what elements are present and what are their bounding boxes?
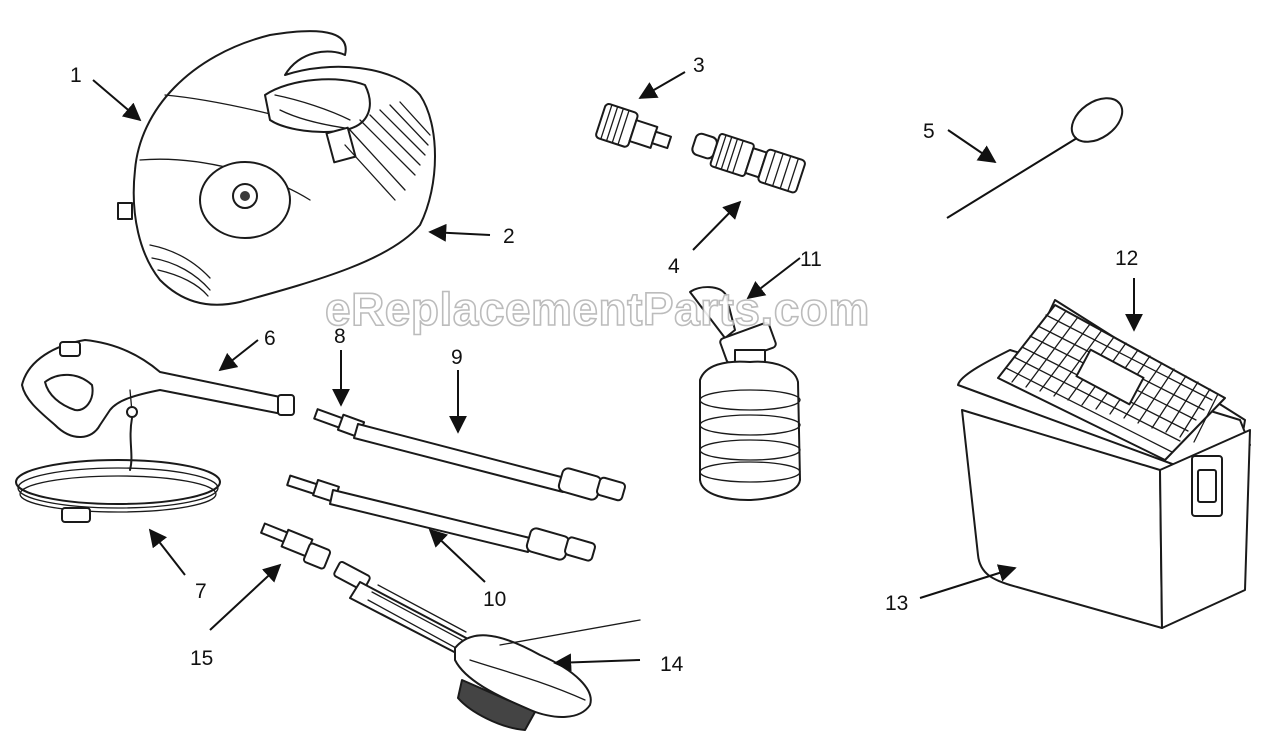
- callout-labels: 1 2 3 4 5 6 7 8 9 10 11 12 13 14 15: [70, 54, 1138, 676]
- callout-9: 9: [451, 346, 463, 369]
- callout-15: 15: [190, 647, 213, 670]
- callout-3: 3: [693, 54, 705, 77]
- callout-13: 13: [885, 592, 908, 615]
- leader-lines: [92, 71, 1143, 672]
- callout-4: 4: [668, 255, 680, 278]
- high-pressure-hose: [15, 417, 221, 523]
- lid-grid: [997, 304, 1226, 461]
- callout-7: 7: [195, 580, 207, 603]
- detergent-bottle: [689, 286, 801, 501]
- callout-5: 5: [923, 120, 935, 143]
- callout-2: 2: [503, 225, 515, 248]
- rotary-brush: [333, 561, 641, 731]
- callout-10: 10: [483, 588, 506, 611]
- cleaning-wire: [946, 97, 1124, 219]
- callout-11: 11: [800, 248, 822, 271]
- callout-8: 8: [334, 325, 346, 348]
- brush-adapter: [260, 522, 332, 570]
- hose-connectors: [595, 103, 806, 194]
- storage-case: [957, 299, 1251, 629]
- watermark: eReplacementParts.com: [325, 283, 870, 335]
- callout-14: 14: [660, 653, 684, 676]
- spray-gun: [21, 339, 295, 438]
- callout-6: 6: [264, 327, 276, 350]
- extension-wand: [313, 408, 627, 502]
- lance-wand: [286, 474, 596, 562]
- motor-housing: [117, 30, 436, 306]
- callout-12: 12: [1115, 247, 1138, 270]
- callout-1: 1: [70, 64, 82, 87]
